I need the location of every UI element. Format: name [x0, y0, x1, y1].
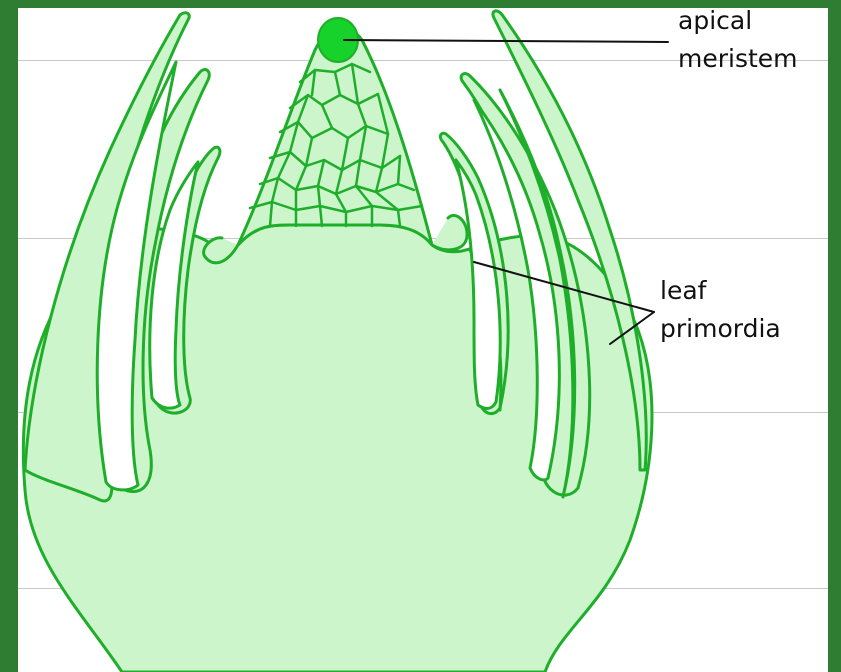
right-bump — [432, 215, 467, 249]
leader-apical — [344, 40, 668, 42]
label-leaf-line2: primordia — [660, 316, 781, 341]
label-leaf-line1: leaf — [660, 278, 706, 303]
label-apical-line1: apical — [678, 8, 752, 33]
label-apical-line2: meristem — [678, 46, 798, 71]
